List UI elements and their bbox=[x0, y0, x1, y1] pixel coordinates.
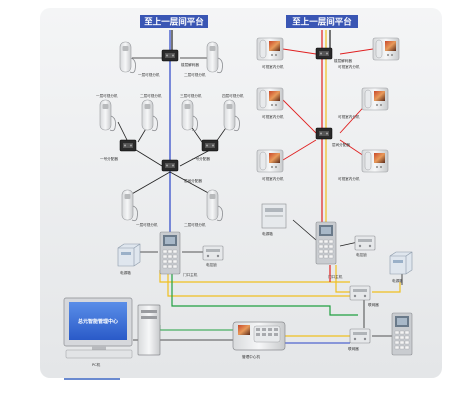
right-mid-junction: 层间分配器 bbox=[315, 127, 350, 147]
svg-text:二层可视分机: 二层可视分机 bbox=[140, 93, 162, 98]
right-monitor-3: 可视室内分机 bbox=[256, 87, 284, 119]
header-right: 至上一层间平台 bbox=[286, 15, 358, 28]
left-junction-b: 一号分配器 bbox=[192, 139, 219, 161]
svg-text:四层可视分机: 四层可视分机 bbox=[222, 93, 244, 98]
svg-text:可视室内分机: 可视室内分机 bbox=[262, 114, 284, 119]
right-amp-1: 联网器 bbox=[349, 285, 379, 307]
left-junction-center: 层间分配器 bbox=[161, 159, 202, 183]
pc-screen-text: 总元智能管理中心 bbox=[78, 318, 118, 325]
left-mid-handset-2: 二层可视分机 bbox=[140, 93, 162, 132]
svg-text:电控锁: 电控锁 bbox=[206, 262, 217, 267]
right-top-junction: 楼层解码器 bbox=[315, 47, 352, 63]
svg-text:电源箱: 电源箱 bbox=[262, 231, 273, 236]
svg-text:二层可视分机: 二层可视分机 bbox=[184, 222, 206, 227]
svg-text:一号分配器: 一号分配器 bbox=[100, 156, 118, 161]
svg-text:至上一层间平台: 至上一层间平台 bbox=[144, 17, 204, 28]
svg-text:电控锁: 电控锁 bbox=[356, 252, 367, 257]
svg-text:一层可视分机: 一层可视分机 bbox=[96, 93, 118, 98]
svg-text:三层可视分机: 三层可视分机 bbox=[180, 93, 202, 98]
svg-text:至上一层间平台: 至上一层间平台 bbox=[292, 17, 352, 28]
right-monitor-5: 可视室内分机 bbox=[256, 149, 284, 181]
svg-text:一层可视分机: 一层可视分机 bbox=[136, 222, 158, 227]
svg-text:一号分配器: 一号分配器 bbox=[192, 156, 210, 161]
svg-text:管理中心机: 管理中心机 bbox=[242, 354, 260, 359]
right-small-box-1: 电控锁 bbox=[354, 235, 376, 257]
left-top-junction: 楼层解码器 bbox=[161, 49, 199, 67]
svg-text:层间分配器: 层间分配器 bbox=[332, 142, 350, 147]
svg-text:可视室内分机: 可视室内分机 bbox=[338, 176, 360, 181]
left-mid-handset-3: 三层可视分机 bbox=[180, 93, 202, 132]
svg-text:二层可视分机: 二层可视分机 bbox=[184, 72, 206, 77]
left-top-handset-1: 一层可视分机 bbox=[119, 41, 160, 77]
right-door-station-2 bbox=[391, 312, 413, 356]
svg-text:电源箱: 电源箱 bbox=[392, 278, 403, 283]
left-low-handset-2: 二层可视分机 bbox=[184, 189, 223, 227]
svg-text:门口主机: 门口主机 bbox=[328, 274, 343, 279]
guard-unit: 管理中心机 bbox=[232, 321, 286, 359]
svg-text:联网器: 联网器 bbox=[368, 302, 379, 307]
svg-text:可视室内分机: 可视室内分机 bbox=[338, 64, 360, 69]
wiring bbox=[117, 30, 403, 344]
right-door-station: 门口主机 bbox=[315, 221, 343, 279]
left-mid-handset-4: 四层可视分机 bbox=[222, 93, 244, 132]
right-power-box: 电源箱 bbox=[261, 203, 287, 236]
decor-underline bbox=[64, 378, 120, 380]
right-monitor-4: 可视室内分机 bbox=[338, 87, 389, 119]
svg-text:楼层解码器: 楼层解码器 bbox=[181, 62, 199, 67]
left-mid-handset-1: 一层可视分机 bbox=[96, 93, 118, 132]
right-monitor-6: 可视室内分机 bbox=[338, 149, 389, 181]
diagram-panel bbox=[40, 8, 442, 378]
svg-text:门口主机: 门口主机 bbox=[183, 272, 198, 277]
svg-text:可视室内分机: 可视室内分机 bbox=[262, 176, 284, 181]
pc-computer: 总元智能管理中心 PC机 bbox=[63, 297, 161, 367]
svg-text:可视室内分机: 可视室内分机 bbox=[338, 114, 360, 119]
left-low-handset-1: 一层可视分机 bbox=[121, 189, 158, 227]
right-power-box-2: 电源箱 bbox=[389, 251, 413, 283]
left-junction-a: 一号分配器 bbox=[100, 139, 137, 161]
svg-text:PC机: PC机 bbox=[92, 362, 101, 367]
svg-text:可视室内分机: 可视室内分机 bbox=[262, 64, 284, 69]
left-top-handset-2: 二层可视分机 bbox=[184, 41, 223, 77]
left-small-box: 电控锁 bbox=[202, 245, 224, 267]
svg-text:楼层解码器: 楼层解码器 bbox=[334, 58, 352, 63]
right-monitor-1: 可视室内分机 bbox=[256, 37, 284, 69]
left-door-station: 门口主机 bbox=[159, 231, 198, 277]
right-monitor-2: 可视室内分机 bbox=[338, 37, 400, 69]
header-left: 至上一层间平台 bbox=[140, 15, 208, 28]
svg-text:层间分配器: 层间分配器 bbox=[184, 178, 202, 183]
svg-text:电源箱: 电源箱 bbox=[120, 270, 131, 275]
left-power-box: 电源箱 bbox=[117, 243, 141, 275]
right-amp-2: 联网器 bbox=[348, 328, 371, 351]
svg-text:一层可视分机: 一层可视分机 bbox=[138, 72, 160, 77]
svg-text:联网器: 联网器 bbox=[348, 346, 359, 351]
